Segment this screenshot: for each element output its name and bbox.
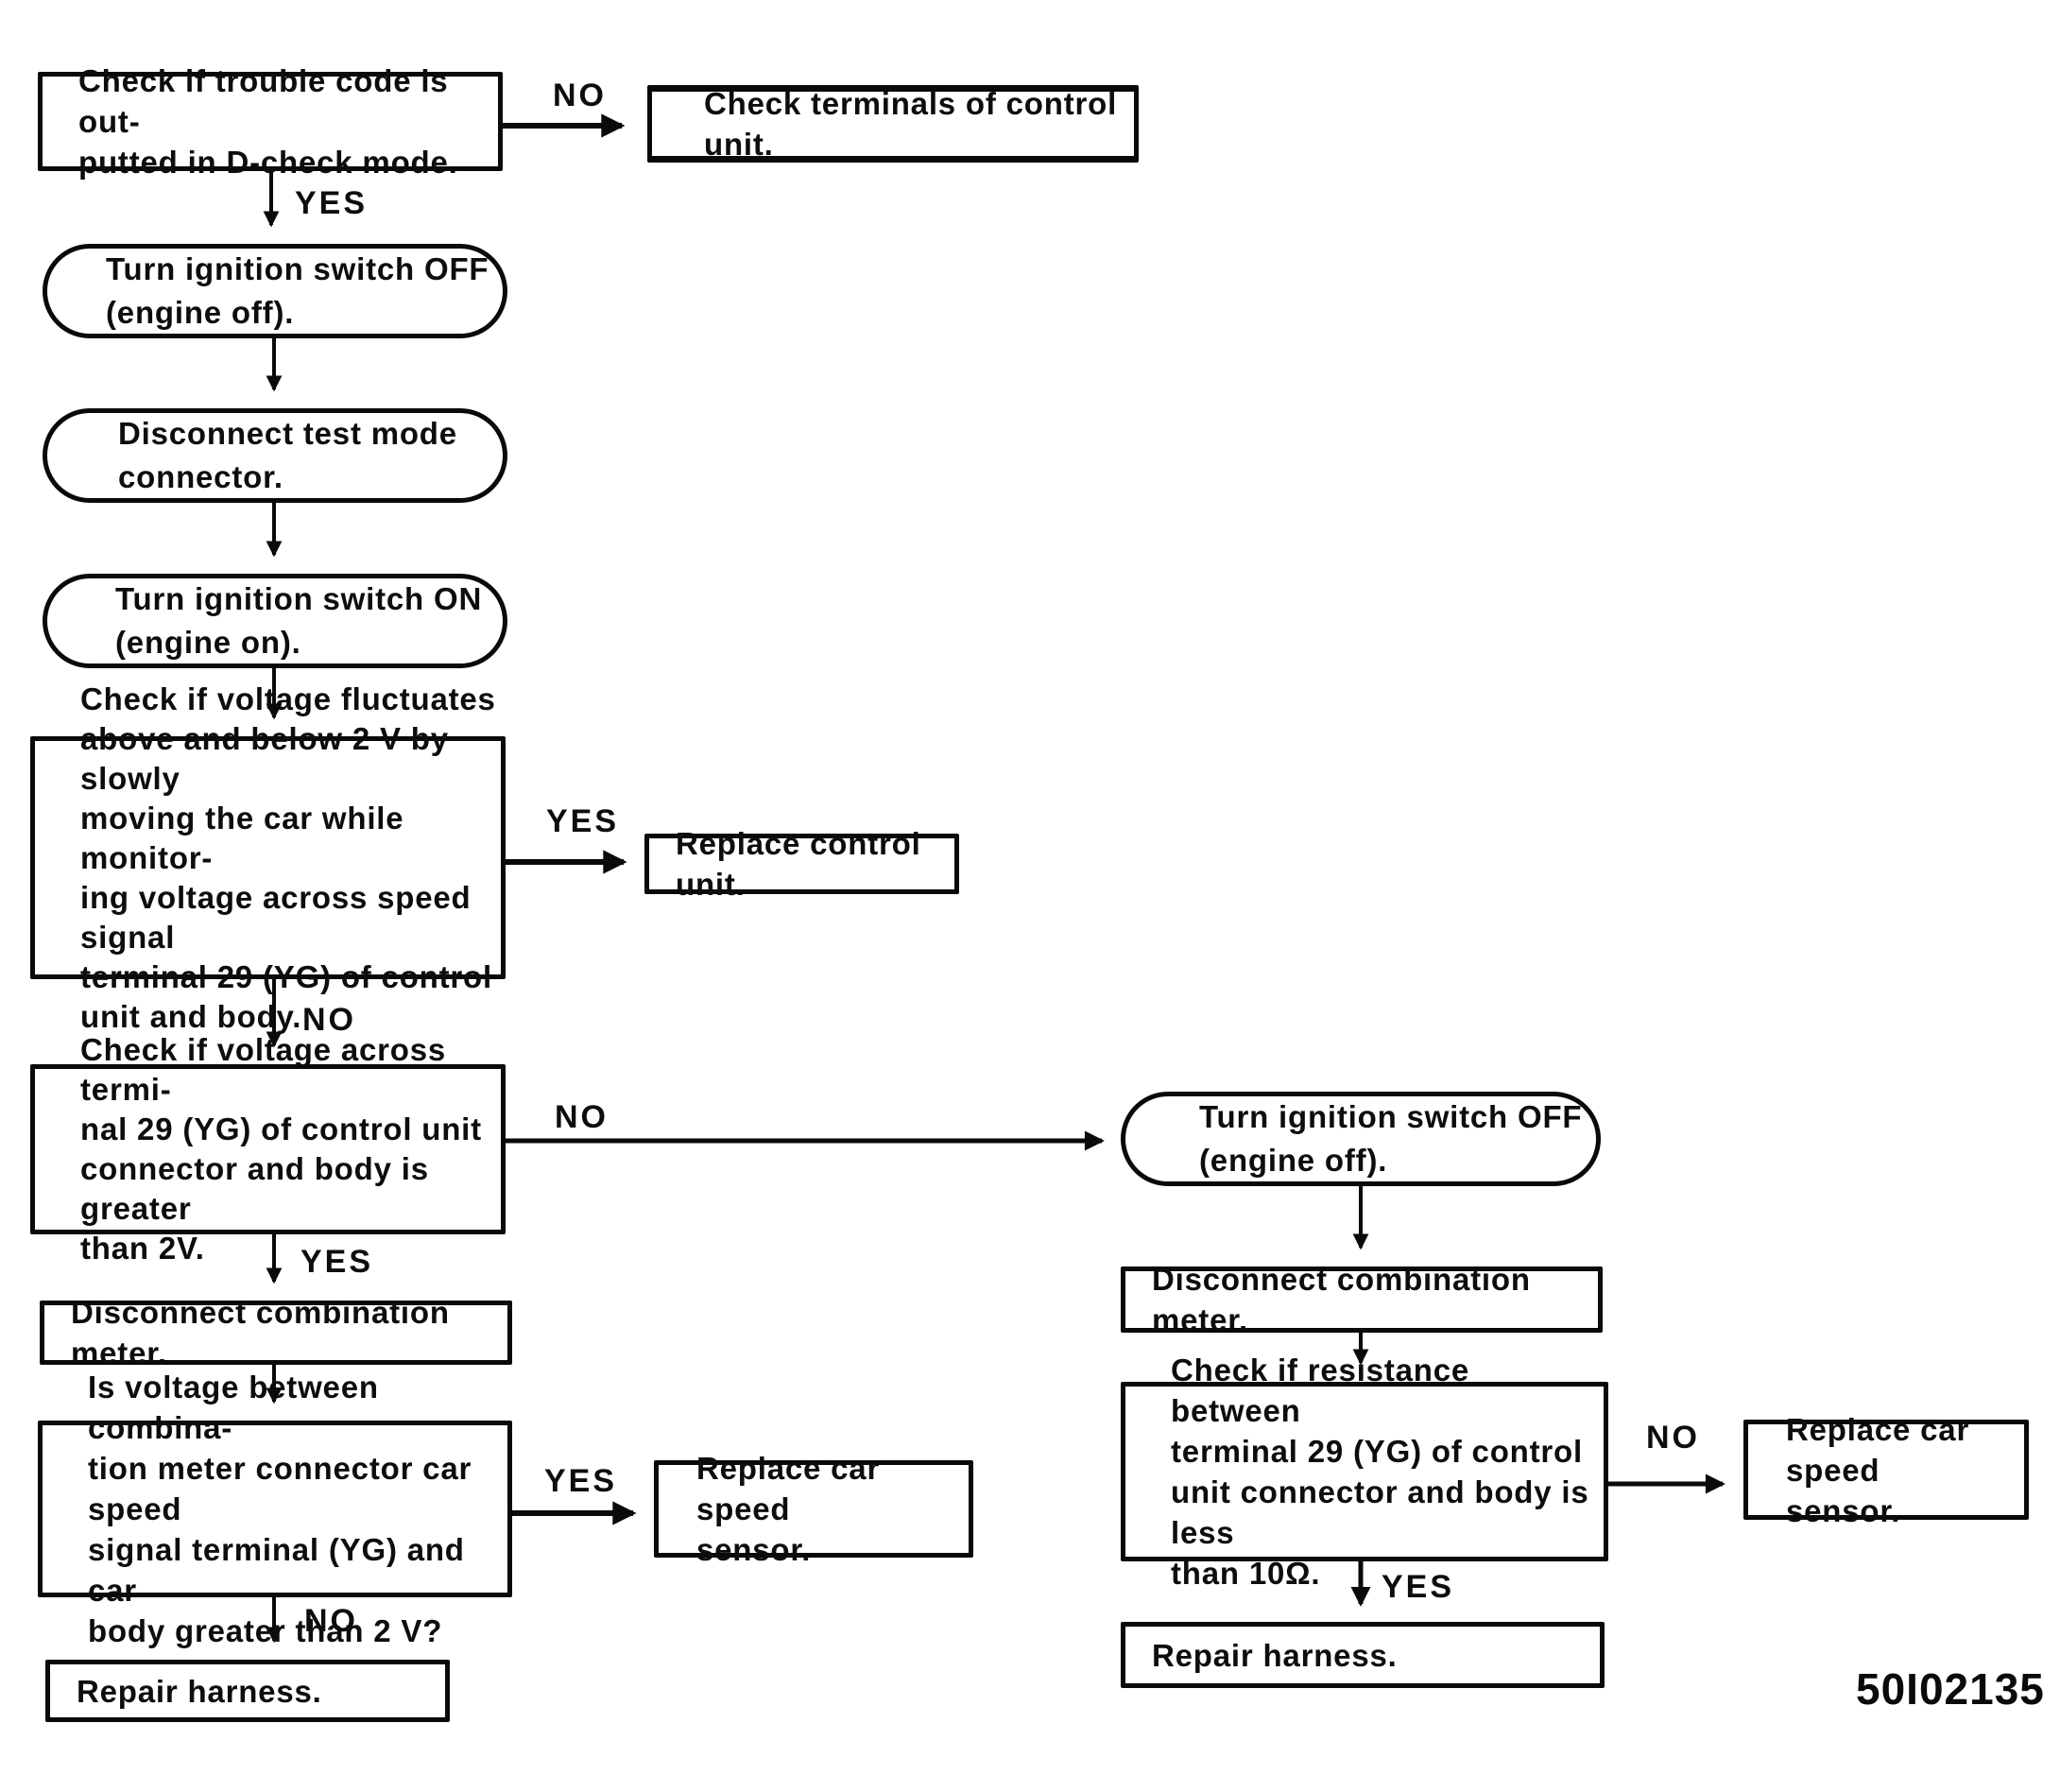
edge-label-resistance-no: NO: [1646, 1420, 1700, 1456]
node-check-voltage-fluctuates: Check if voltage fluctuates above and be…: [30, 681, 506, 1034]
edge-label-resistance-yes: YES: [1382, 1569, 1455, 1605]
figure-id-code: 50I02135: [1856, 1664, 2045, 1714]
node-disconnect-combination-meter-right: Disconnect combination meter.: [1121, 1262, 1603, 1337]
node-ignition-off-right: Turn ignition switch OFF (engine off).: [1121, 1092, 1601, 1186]
edge-label-fluctuates-no: NO: [302, 1002, 356, 1038]
edge-label-trouble-no: NO: [553, 78, 607, 113]
edge-label-terminal-yes: YES: [300, 1244, 374, 1280]
edge-label-terminal-no: NO: [555, 1099, 609, 1135]
node-replace-control-unit: Replace control unit.: [644, 826, 959, 902]
node-repair-harness-right: Repair harness.: [1121, 1622, 1605, 1688]
node-replace-car-speed-sensor-right: Replace car speed sensor.: [1743, 1412, 2029, 1528]
node-disconnect-combination-meter-left: Disconnect combination meter.: [40, 1295, 512, 1370]
edge-label-fluctuates-yes: YES: [546, 803, 620, 839]
node-check-terminals: Check terminals of control unit.: [647, 85, 1139, 163]
edge-label-meter-no: NO: [304, 1603, 358, 1639]
node-check-resistance: Check if resistance between terminal 29 …: [1121, 1353, 1608, 1591]
edge-label-meter-yes: YES: [544, 1463, 618, 1499]
node-repair-harness-left: Repair harness.: [45, 1660, 450, 1722]
node-check-trouble-code: Check if trouble code is out- putted in …: [38, 63, 503, 180]
node-replace-car-speed-sensor-mid: Replace car speed sensor.: [654, 1451, 973, 1567]
node-check-voltage-terminal: Check if voltage across termi- nal 29 (Y…: [30, 1032, 506, 1266]
edge-label-trouble-yes: YES: [295, 185, 369, 221]
node-ignition-off-left: Turn ignition switch OFF (engine off).: [43, 244, 507, 338]
node-ignition-on: Turn ignition switch ON (engine on).: [43, 574, 507, 668]
node-disconnect-test-mode: Disconnect test mode connector.: [43, 408, 507, 503]
node-voltage-combination-meter: Is voltage between combina- tion meter c…: [38, 1370, 512, 1648]
